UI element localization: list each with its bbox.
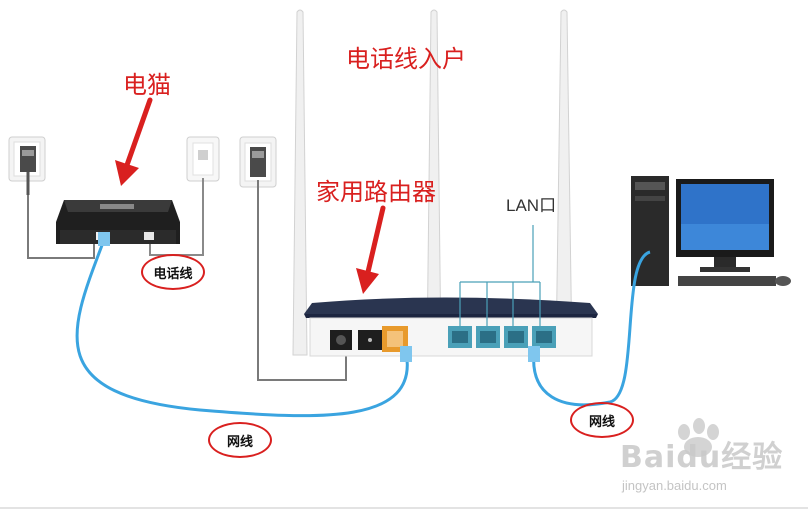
baidu-watermark-url: jingyan.baidu.com — [622, 478, 727, 493]
lan-cable-plug — [528, 346, 540, 362]
network-cable-left-label: 网线 — [208, 422, 272, 458]
phone-wall-jack — [186, 136, 220, 182]
router-label: 家用路由器 — [316, 178, 436, 206]
network-cable-router-computer — [532, 250, 651, 407]
wall-socket-router — [239, 136, 277, 188]
lan-port-label: LAN口 — [506, 196, 557, 215]
network-cable-right-label: 网线 — [570, 402, 634, 438]
modem-device — [56, 200, 180, 244]
router-body — [304, 297, 598, 357]
phone-line-in-label: 电话线入户 — [346, 45, 466, 73]
baidu-watermark-logo: Baidu经验 — [620, 440, 784, 475]
arrow-to-modem — [115, 97, 153, 186]
network-cable-modem-router — [75, 239, 409, 418]
desktop-computer — [631, 176, 791, 286]
modem-label: 电猫 — [123, 71, 171, 99]
baidu-paw-icon — [678, 418, 719, 457]
lan-port-bracket — [459, 225, 541, 326]
router-antennas — [292, 9, 573, 356]
phone-line-label: 电话线 — [141, 254, 205, 290]
wall-socket-left — [8, 136, 46, 195]
arrow-to-router — [356, 205, 386, 294]
wan-cable-plug — [400, 346, 412, 362]
modem-power-cable — [27, 195, 95, 259]
modem-cable-plug — [98, 232, 110, 246]
router-power-cable — [257, 180, 347, 381]
